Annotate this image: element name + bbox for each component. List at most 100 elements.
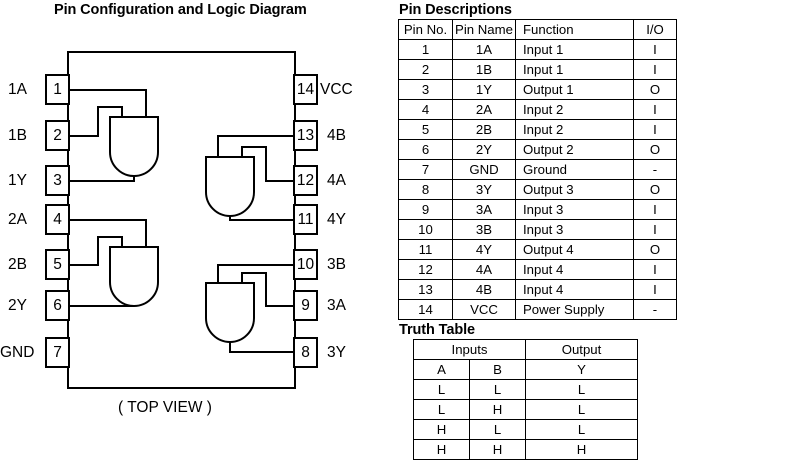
wire-pin13-gate4 [217, 135, 294, 157]
cell-function: Input 3 [515, 199, 634, 220]
truth-table: Inputs Output A B Y L L L L H L H L L H … [413, 339, 638, 460]
wire-gate4-pin11 [229, 216, 294, 221]
cell-pin-name: VCC [452, 299, 516, 320]
cell-pin-name: 4Y [452, 239, 516, 260]
table-row: 5 2B Input 2 I [398, 119, 677, 140]
cell-function: Input 1 [515, 39, 634, 60]
cell-io: I [633, 39, 677, 60]
wire-pin1-gate1 [69, 89, 147, 117]
pin-label-4A: 4A [327, 172, 346, 189]
diagram-title: Pin Configuration and Logic Diagram [54, 2, 307, 18]
table-row: H L L [413, 419, 638, 440]
cell-pin-no: 13 [398, 279, 453, 300]
pin-number-12: 12 [296, 172, 315, 189]
pin-number-5: 5 [53, 256, 62, 273]
and-gate-2 [109, 246, 159, 307]
column-header-b: B [469, 359, 526, 380]
cell-pin-name: 1Y [452, 79, 516, 100]
pin-box-7 [45, 337, 70, 368]
cell-io: O [633, 239, 677, 260]
chip-logic-svg [45, 51, 318, 389]
pin-label-4B: 4B [327, 127, 346, 144]
cell-pin-name: 2Y [452, 139, 516, 160]
pin-label-GND: GND [0, 344, 35, 361]
pin-number-10: 10 [296, 256, 315, 273]
pin-number-4: 4 [53, 211, 62, 228]
wire-gate3-pin8 [229, 342, 294, 353]
column-header-function: Function [515, 19, 634, 40]
cell-pin-no: 6 [398, 139, 453, 160]
cell-pin-no: 11 [398, 239, 453, 260]
cell-pin-no: 4 [398, 99, 453, 120]
pin-label-2B: 2B [8, 256, 27, 273]
table-row: 4 2A Input 2 I [398, 99, 677, 120]
cell-io: I [633, 59, 677, 80]
table-row: 14 VCC Power Supply - [398, 299, 677, 320]
cell-function: Power Supply [515, 299, 634, 320]
table-row: 2 1B Input 1 I [398, 59, 677, 80]
cell-input-b: L [469, 419, 526, 440]
pin-configuration-diagram-panel: Pin Configuration and Logic Diagram [0, 0, 395, 452]
pin-label-VCC: VCC [320, 81, 353, 98]
table-row: 13 4B Input 4 I [398, 279, 677, 300]
cell-pin-name: 3Y [452, 179, 516, 200]
cell-input-b: L [469, 379, 526, 400]
cell-pin-name: 1A [452, 39, 516, 60]
pin-descriptions-table: Pin No. Pin Name Function I/O 1 1A Input… [398, 19, 677, 320]
pin-box-14 [293, 74, 318, 105]
cell-function: Ground [515, 159, 634, 180]
table-row: 10 3B Input 3 I [398, 219, 677, 240]
table-row: 11 4Y Output 4 O [398, 239, 677, 260]
cell-pin-name: 3B [452, 219, 516, 240]
pin-number-13: 13 [296, 127, 315, 144]
cell-output-y: L [525, 399, 638, 420]
cell-pin-no: 3 [398, 79, 453, 100]
pin-number-2: 2 [53, 127, 62, 144]
cell-function: Output 3 [515, 179, 634, 200]
cell-input-b: H [469, 439, 526, 460]
pin-number-6: 6 [53, 297, 62, 314]
group-header-inputs: Inputs [413, 339, 526, 360]
cell-pin-name: 1B [452, 59, 516, 80]
cell-pin-no: 10 [398, 219, 453, 240]
cell-pin-name: 3A [452, 199, 516, 220]
column-header-pin-name: Pin Name [452, 19, 516, 40]
and-gate-4 [205, 156, 255, 217]
column-header-a: A [413, 359, 470, 380]
pin-label-2A: 2A [8, 211, 27, 228]
pin-label-4Y: 4Y [327, 211, 346, 228]
cell-function: Input 4 [515, 259, 634, 280]
cell-output-y: L [525, 419, 638, 440]
pin-label-2Y: 2Y [8, 297, 27, 314]
table-row: L L L [413, 379, 638, 400]
cell-function: Output 4 [515, 239, 634, 260]
cell-pin-no: 9 [398, 199, 453, 220]
table-row: H H H [413, 439, 638, 460]
table-row: 12 4A Input 4 I [398, 259, 677, 280]
pin-number-14: 14 [296, 81, 315, 98]
cell-function: Input 2 [515, 99, 634, 120]
table-header-row: Pin No. Pin Name Function I/O [398, 19, 677, 40]
and-gate-1 [109, 116, 159, 177]
cell-pin-no: 14 [398, 299, 453, 320]
cell-io: - [633, 159, 677, 180]
table-row: 8 3Y Output 3 O [398, 179, 677, 200]
cell-function: Input 4 [515, 279, 634, 300]
cell-io: I [633, 219, 677, 240]
cell-pin-name: 2A [452, 99, 516, 120]
table-row: 7 GND Ground - [398, 159, 677, 180]
table-row: L H L [413, 399, 638, 420]
cell-function: Input 1 [515, 59, 634, 80]
wire-pin12-gate4 [241, 146, 294, 182]
top-view-label: ( TOP VIEW ) [118, 399, 212, 416]
wire-pin9-gate3 [241, 272, 294, 307]
cell-pin-no: 7 [398, 159, 453, 180]
truth-group-header-row: Inputs Output [413, 339, 638, 360]
pin-number-7: 7 [53, 344, 62, 361]
cell-io: I [633, 99, 677, 120]
cell-function: Output 1 [515, 79, 634, 100]
cell-input-a: L [413, 399, 470, 420]
cell-io: - [633, 299, 677, 320]
cell-input-b: H [469, 399, 526, 420]
table-row: 1 1A Input 1 I [398, 39, 677, 60]
